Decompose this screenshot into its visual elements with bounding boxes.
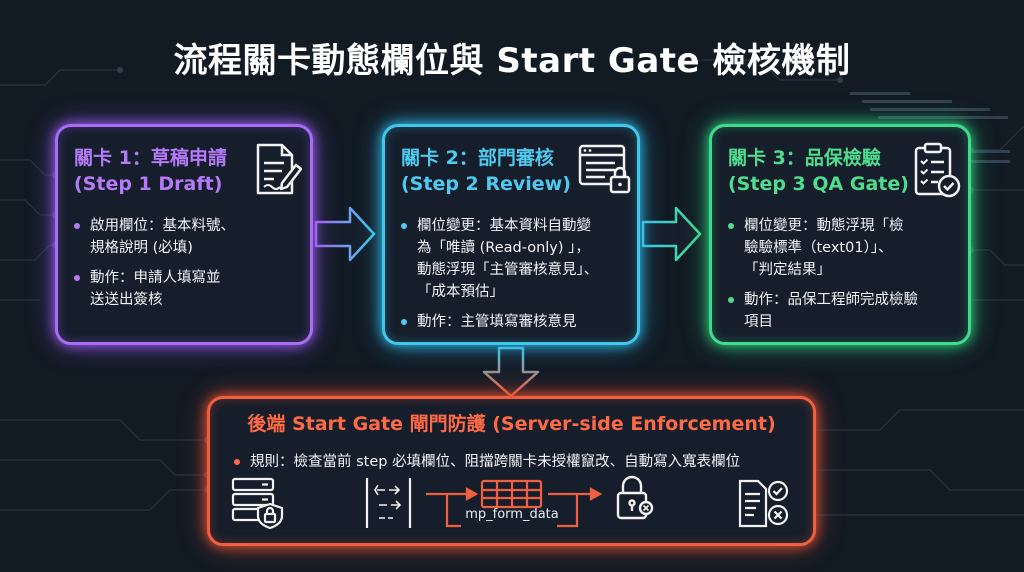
document-pen-icon xyxy=(256,143,302,195)
list-item: 欄位變更：動態浮現「檢驗驗標準（text01）」、「判定結果」 xyxy=(726,215,918,281)
arrow-step1-to-step2 xyxy=(314,206,376,262)
step1-bullets: 啟用欄位：基本料號、規格說明 (必填) 動作：申請人填寫並送送出簽核 xyxy=(72,215,235,319)
gate-title: 後端 Start Gate 閘門防護 (Server-side Enforcem… xyxy=(247,413,776,435)
step3-title: 關卡 3：品保檢驗 (Step 3 QA Gate) xyxy=(728,147,909,195)
document-check-icon xyxy=(738,479,789,528)
list-item: 規則：檢查當前 step 必填欄位、阻擋跨關卡未授權竄改、自動寫入寬表欄位 xyxy=(232,451,740,473)
step2-title: 關卡 2：部門審核 (Step 2 Review) xyxy=(401,147,571,195)
start-gate-card: 後端 Start Gate 閘門防護 (Server-side Enforcem… xyxy=(207,396,816,546)
step3-card: 關卡 3：品保檢驗 (Step 3 QA Gate) 欄位變更：動態浮現「檢驗驗… xyxy=(709,124,971,345)
step1-title: 關卡 1：草稿申請 (Step 1 Draft) xyxy=(74,147,227,195)
server-shield-icon xyxy=(231,477,284,530)
arrow-step2-to-gate xyxy=(482,346,540,398)
list-item: 啟用欄位：基本料號、規格說明 (必填) xyxy=(72,215,235,259)
gate-bullets: 規則：檢查當前 step 必填欄位、阻擋跨關卡未授權竄改、自動寫入寬表欄位 xyxy=(232,451,740,481)
list-item: 動作：品保工程師完成檢驗項目 xyxy=(726,289,918,333)
step1-card: 關卡 1：草稿申請 (Step 1 Draft) 啟用欄位：基本料號、規格說明 … xyxy=(55,124,313,345)
padlock-icon xyxy=(616,475,654,520)
list-item: 動作：申請人填寫並送送出簽核 xyxy=(72,267,235,311)
step3-bullets: 欄位變更：動態浮現「檢驗驗標準（text01）」、「判定結果」 動作：品保工程師… xyxy=(726,215,918,341)
arrow-step2-to-step3 xyxy=(641,206,702,262)
page-title: 流程關卡動態欄位與 Start Gate 檢核機制 xyxy=(173,41,851,81)
database-table-icon xyxy=(480,479,543,509)
step2-bullets: 欄位變更：基本資料自動變為「唯讀 (Read-only) 」， 動態浮現「主管審… xyxy=(399,215,598,341)
form-lock-icon xyxy=(578,144,631,194)
gate-filter-icon xyxy=(365,478,412,528)
list-item: 動作：主管填寫審核意見 xyxy=(399,311,598,333)
step2-card: 關卡 2：部門審核 (Step 2 Review) 欄位變更：基本資料自動變為「… xyxy=(382,124,640,345)
clipboard-check-icon xyxy=(914,142,961,198)
table-name-label: mp_form_data xyxy=(465,507,559,522)
list-item: 欄位變更：基本資料自動變為「唯讀 (Read-only) 」， 動態浮現「主管審… xyxy=(399,215,598,303)
